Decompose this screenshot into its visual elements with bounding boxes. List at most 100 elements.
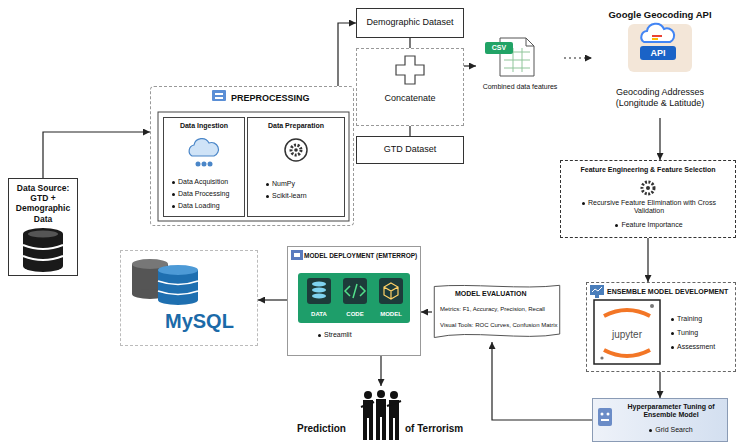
box-label: Concatenate <box>359 93 461 104</box>
api-icon <box>652 38 658 40</box>
terrorist-silhouettes <box>361 390 401 440</box>
terrorist-silhouettes <box>390 391 398 399</box>
panel-title: MODEL DEPLOYMENT (EMTERROP) <box>304 252 420 260</box>
jupyter-logo <box>600 356 603 359</box>
terrorist-silhouettes <box>389 418 393 440</box>
terrorist-silhouettes <box>395 418 399 440</box>
tuning-icon <box>601 413 604 416</box>
prediction-output: Predictionof Terrorism <box>296 386 470 444</box>
preprocessing-frame <box>158 112 349 221</box>
flow-connector <box>659 372 660 398</box>
box-heading: Data Ingestion <box>166 122 242 130</box>
tuning-icon <box>607 413 610 416</box>
preparation-icon <box>294 148 298 152</box>
mysql-database-icon <box>158 281 198 295</box>
flow-connector <box>380 356 381 386</box>
tuning-box: Hyperparameter Tuning of Ensemble ModelG… <box>592 398 728 442</box>
database-icon <box>23 260 63 272</box>
terrorist-silhouettes <box>369 418 373 440</box>
detail-text: Metrics: F1, Accuracy, Precision, Recall <box>440 306 558 313</box>
artifact-icons <box>379 278 403 304</box>
box-label: GTD Dataset <box>359 144 461 155</box>
artifact-label: CODE <box>338 311 372 318</box>
jupyter-logo <box>650 304 654 308</box>
preprocessing-icon <box>212 90 226 101</box>
feature-selection-box: Feature Engineering & Feature SelectionR… <box>560 160 736 238</box>
bullet-item: Streamlit <box>318 331 410 339</box>
box-heading: ENSEMBLE MODEL DEVELOPMENT <box>607 288 733 296</box>
development-icon <box>590 285 604 298</box>
artifact-label: DATA <box>302 311 336 318</box>
preparation-icon <box>291 145 301 155</box>
box-heading: Hyperparameter Tuning of Ensemble Model <box>617 403 725 420</box>
tuning-icon <box>598 408 612 426</box>
output-label: Prediction <box>297 423 357 435</box>
tuning-background <box>592 398 728 442</box>
mysql-database-icon <box>158 295 198 305</box>
deployment-icon <box>294 253 300 257</box>
ingestion-icon <box>196 162 201 167</box>
data-source-box: Data Source: GTD + Demographic Data <box>8 178 78 276</box>
gear-icon <box>642 182 654 194</box>
dataset-box: GTD Dataset <box>356 136 464 164</box>
flow-connector <box>492 342 592 420</box>
deployment-icon <box>291 250 303 260</box>
evaluation-sheet: MODEL EVALUATIONMetrics: F1, Accuracy, P… <box>432 282 562 342</box>
preprocessing-panel: PREPROCESSINGData IngestionData Acquisit… <box>150 86 354 226</box>
csv-file-icon <box>526 38 534 46</box>
terrorist-silhouettes <box>364 391 372 399</box>
bullet-item: Tuning <box>671 329 731 337</box>
database-icon <box>28 231 58 238</box>
artifact-panel-background <box>298 273 410 323</box>
api-icon <box>628 24 692 72</box>
bullet-item: Training <box>671 315 731 323</box>
box-label: Geocoding Addresses (Longitude & Latitud… <box>599 87 721 109</box>
bullet-item: NumPy <box>266 180 340 188</box>
logo-text: jupyter <box>597 329 657 341</box>
bullet-item: Recursive Feature Elimination with Cross… <box>577 199 721 216</box>
model-development-box: ENSEMBLE MODEL DEVELOPMENT jupyter Trainin… <box>586 282 736 372</box>
csv-file-icon <box>485 38 534 76</box>
api-icon <box>641 24 674 42</box>
flow-connector <box>464 65 476 66</box>
preprocessing-icon <box>215 93 223 95</box>
mysql-database-icon <box>132 259 198 305</box>
deployment-box: MODEL DEPLOYMENT (EMTERROP) Streamlit DATA… <box>287 246 421 356</box>
flow-connector <box>647 238 648 282</box>
artifact-icons <box>343 278 367 304</box>
tuning-icon <box>598 408 612 426</box>
artifact-icons <box>312 294 326 299</box>
preparation-box: Data PreparationNumPyScikit-learn <box>247 117 345 217</box>
logo-text: MySQL <box>165 309 255 333</box>
api-badge-text: API <box>640 48 676 59</box>
development-icon <box>592 287 602 292</box>
flow-connector <box>409 126 410 136</box>
database-icon <box>23 228 63 240</box>
plus-icon <box>396 56 424 84</box>
database-icon <box>23 245 63 260</box>
flow-connector <box>659 118 660 160</box>
box-label: Demographic Dataset <box>359 17 461 28</box>
terrorist-silhouettes <box>361 401 401 407</box>
bullet-item: Scikit-learn <box>266 192 340 200</box>
artifact-icons <box>345 284 365 298</box>
detail-text: Visual Tools: ROC Curves, Confusion Matr… <box>440 322 558 329</box>
bullet-item: Assessment <box>671 343 731 351</box>
development-icon <box>590 285 604 295</box>
flow-connector <box>421 311 432 312</box>
flow-connector <box>564 57 592 58</box>
ingestion-box: Data IngestionData AcquisitionData Proce… <box>163 117 245 217</box>
gear-icon <box>646 186 650 190</box>
ingestion-icon <box>202 162 207 167</box>
terrorist-silhouettes <box>377 390 385 398</box>
plus-icon <box>396 56 424 84</box>
api-icon <box>652 35 662 37</box>
mysql-database-icon <box>158 265 198 275</box>
deployment-icon <box>291 250 303 260</box>
tuning-background <box>592 398 728 442</box>
box-heading: Data Preparation <box>250 122 342 130</box>
preprocessing-frame <box>158 112 349 221</box>
bullet-item: Data Acquisition <box>172 178 242 186</box>
jupyter-logo <box>594 300 660 364</box>
